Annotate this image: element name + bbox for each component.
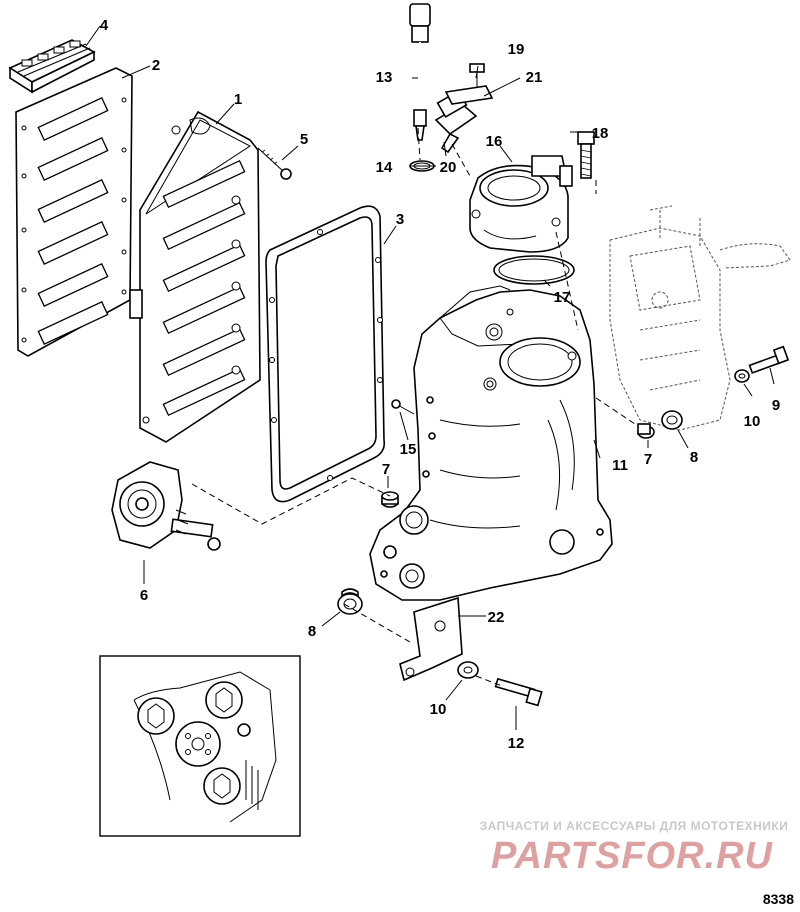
- adapter-plate-gasket-part: [15, 67, 133, 357]
- watermark-logo: PARTSFOR.RU: [491, 835, 773, 877]
- callout-8-left: 8: [308, 623, 316, 640]
- callout-7-left: 7: [382, 461, 390, 478]
- callout-4: 4: [100, 17, 109, 34]
- o-ring-large-part: [493, 255, 575, 285]
- watermark-tagline: ЗАПЧАСТИ И АКСЕССУАРЫ ДЛЯ МОТОТЕХНИКИ: [480, 819, 789, 833]
- callout-20: 20: [440, 159, 457, 176]
- callout-21: 21: [526, 69, 543, 86]
- callout-22: 22: [488, 609, 505, 626]
- intake-manifold-part: [369, 285, 613, 601]
- callout-10-lower: 10: [430, 701, 447, 718]
- reed-block-part: [8, 39, 96, 94]
- idle-air-control-part: [111, 461, 221, 551]
- bushing-right-part: [637, 423, 655, 439]
- washer-right-part: [734, 369, 750, 383]
- callout-6: 6: [140, 587, 148, 604]
- alignment-lines: [191, 127, 639, 687]
- watermark: ЗАПЧАСТИ И АКСЕССУАРЫ ДЛЯ МОТОТЕХНИКИ PA…: [480, 819, 789, 877]
- bolt-small-part: [469, 63, 485, 88]
- bolt-bracket-part: [494, 677, 543, 707]
- mounting-bracket-part: [399, 596, 463, 682]
- callout-19: 19: [508, 41, 525, 58]
- screw-part: [257, 147, 292, 180]
- callout-9: 9: [772, 397, 780, 414]
- callout-13: 13: [376, 69, 393, 86]
- sensor-bracket-part: [444, 85, 494, 105]
- bolt-throttle-part: [577, 131, 595, 179]
- figure-number: 8338: [763, 891, 794, 907]
- grommet-right-part: [661, 410, 683, 430]
- leader-lines: [85, 25, 775, 730]
- callout-2: 2: [152, 57, 160, 74]
- callout-12: 12: [508, 735, 525, 752]
- callout-16: 16: [486, 133, 503, 150]
- bolt-right-part: [748, 345, 790, 374]
- bushing-left-part: [381, 491, 399, 508]
- callout-5: 5: [300, 131, 308, 148]
- callout-3: 3: [396, 211, 404, 228]
- callout-17: 17: [554, 289, 571, 306]
- manifold-gasket-part: [265, 205, 386, 503]
- callout-10-right: 10: [744, 413, 761, 430]
- ghosted-engine-component: [609, 205, 791, 431]
- callout-18: 18: [592, 125, 609, 142]
- callout-1: 1: [234, 91, 242, 108]
- temperature-sensor-part: [409, 3, 431, 141]
- adapter-plate-part: [129, 110, 261, 443]
- callout-8-right: 8: [690, 449, 698, 466]
- callout-7-right: 7: [644, 451, 652, 468]
- callout-11: 11: [612, 457, 628, 474]
- grommet-left-part: [337, 588, 363, 615]
- inset-detail-box: [99, 655, 301, 837]
- callout-14: 14: [376, 159, 393, 176]
- callout-labels: 4 2 1 5 3 6 19 21 13 14 20 18 16 17 15 1…: [100, 17, 780, 752]
- callout-15: 15: [400, 441, 417, 458]
- washer-lower-part: [457, 661, 479, 679]
- throttle-body-part: [469, 155, 573, 253]
- screw-manifold-part: [391, 399, 415, 415]
